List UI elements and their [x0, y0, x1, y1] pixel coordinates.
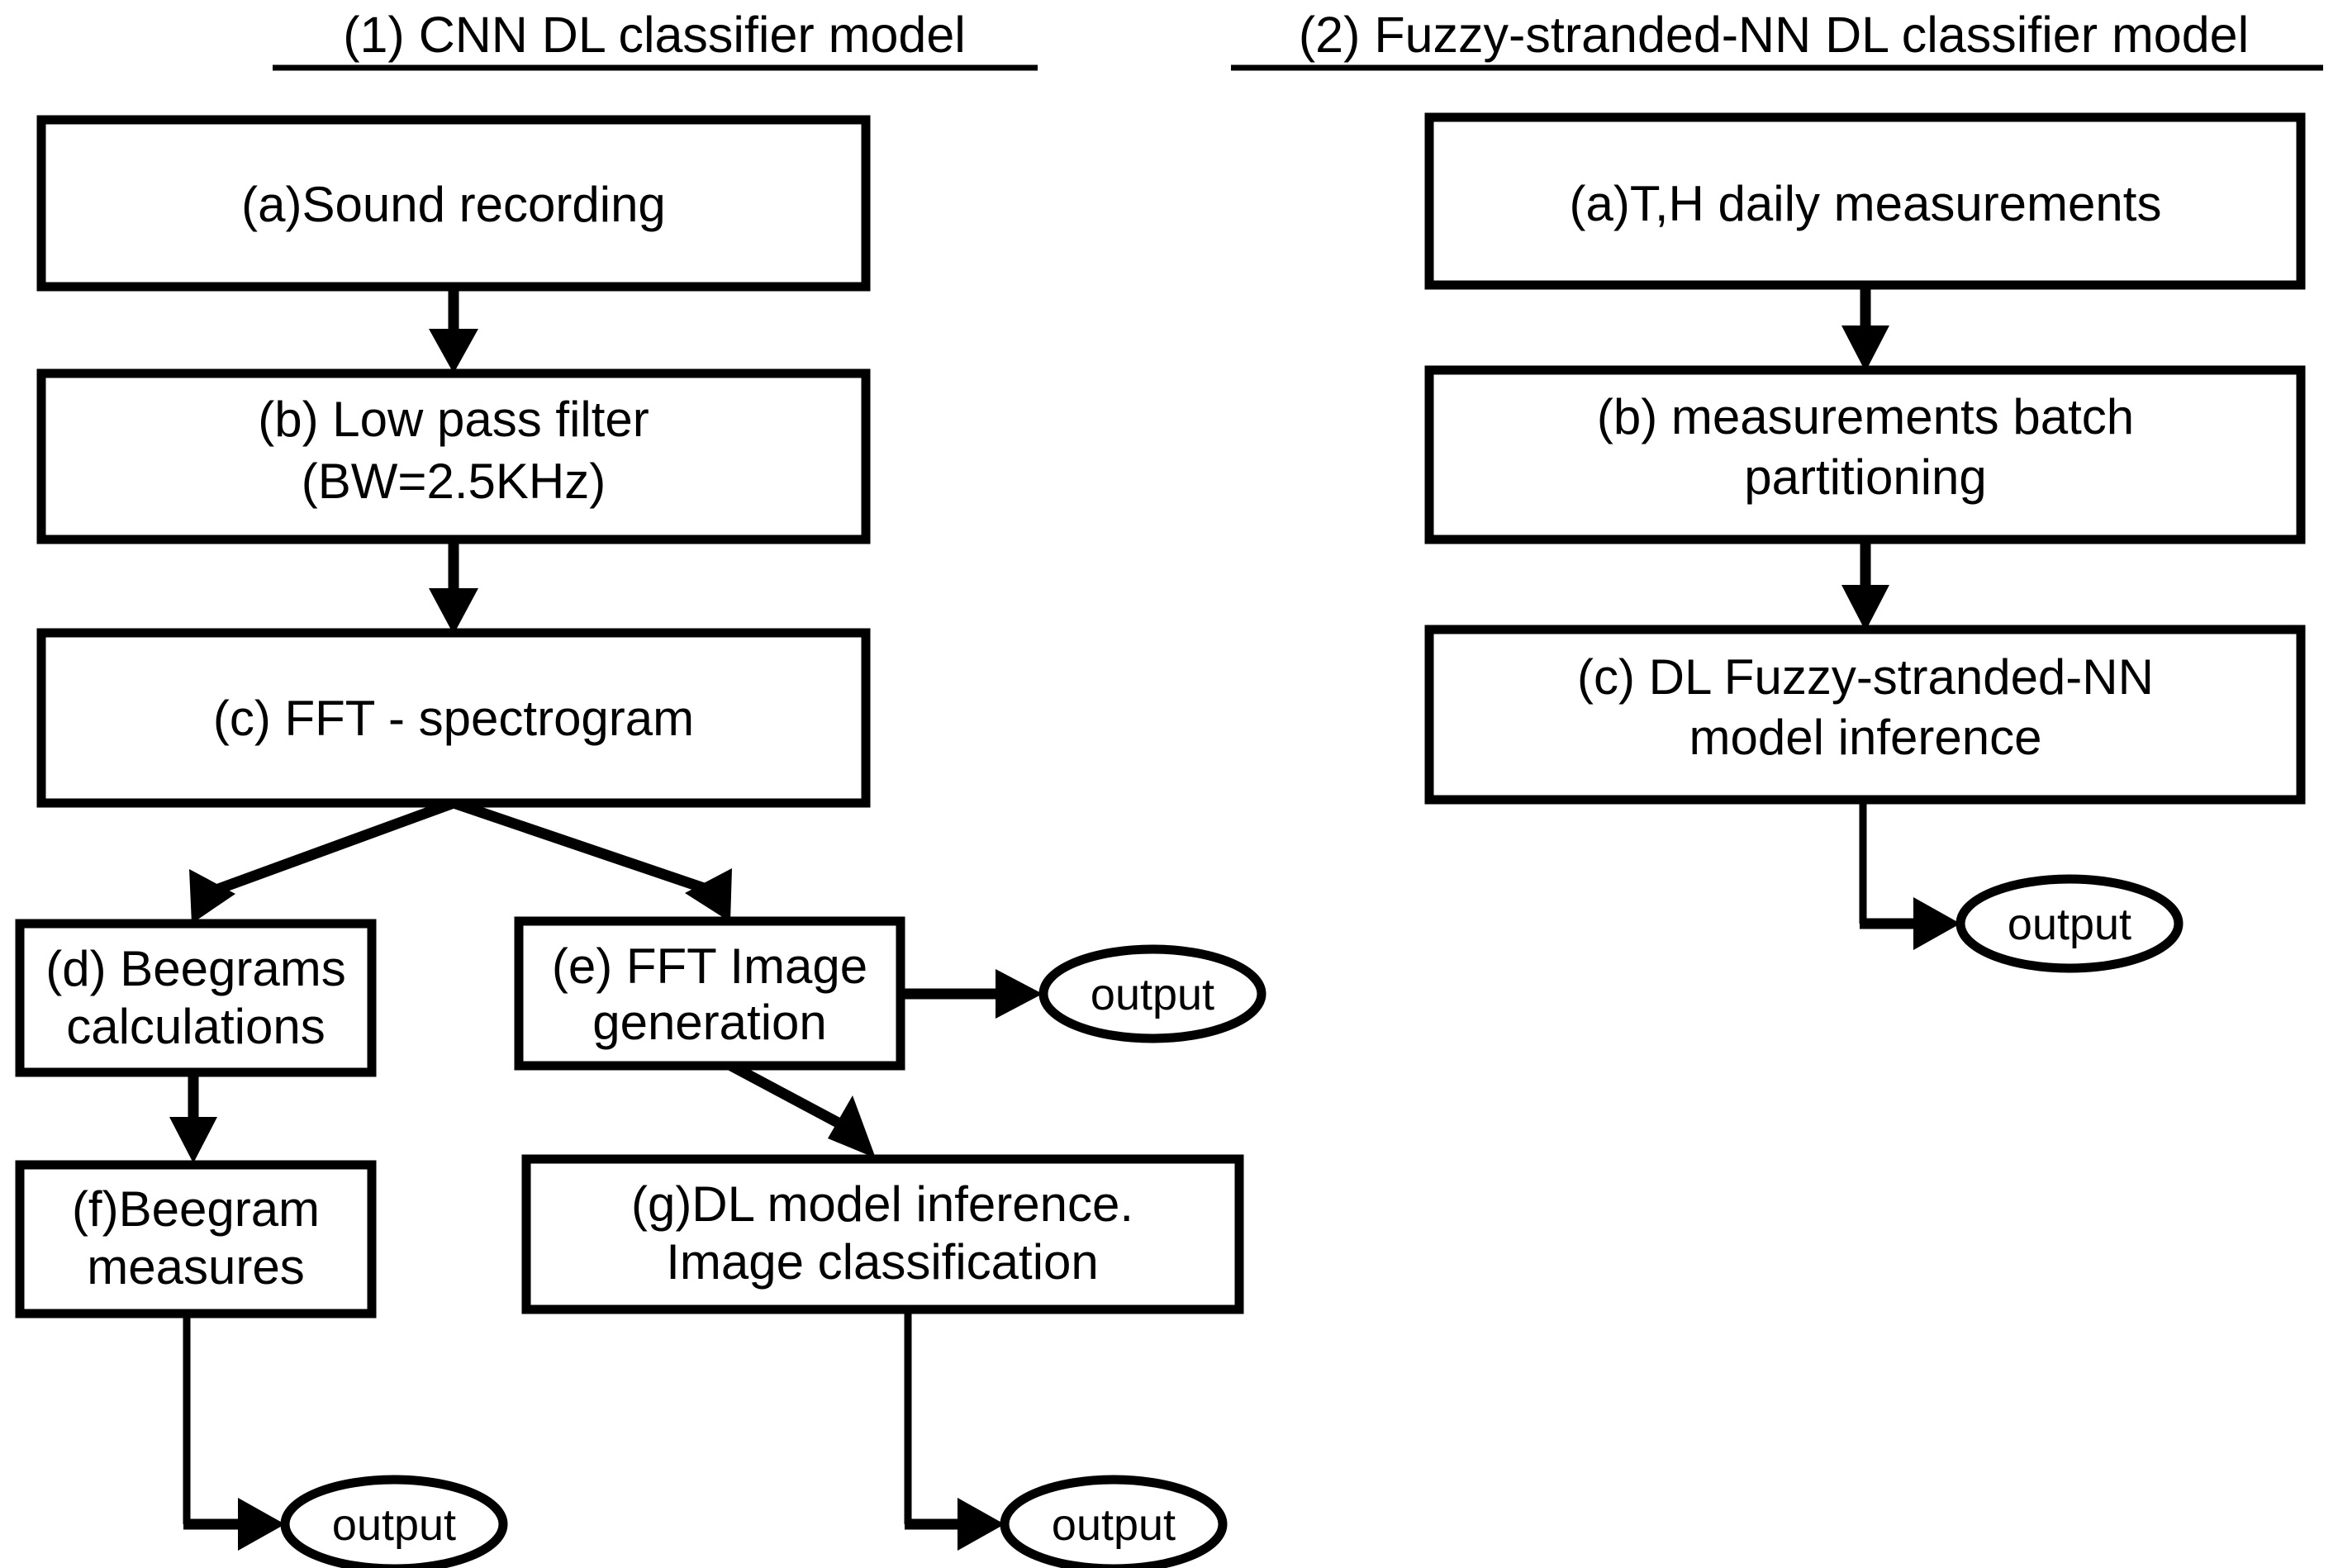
node-r-c-label-line1: (c) DL Fuzzy-stranded-NN — [1577, 649, 2154, 705]
node-r-c-dl-fuzzy-stranded-nn-inference[interactable]: (c) DL Fuzzy-stranded-NN model inference — [1424, 625, 2306, 805]
node-output-from-g-label: output — [1052, 1500, 1176, 1550]
node-e-label-line2: generation — [592, 995, 827, 1050]
edge-c-to-d — [189, 797, 456, 924]
edge-c-to-e — [451, 797, 732, 922]
node-a-sound-recording[interactable]: (a)Sound recording — [36, 115, 871, 292]
node-b-label-line2: (BW=2.5KHz) — [302, 454, 606, 509]
edge-f-to-output — [183, 1314, 285, 1551]
edge-b-to-c — [429, 539, 478, 634]
node-r-output-label: output — [2008, 900, 2131, 949]
node-r-b-measurements-batch-partitioning[interactable]: (b) measurements batch partitioning — [1424, 365, 2306, 544]
node-f-beegram-measures[interactable]: (f)Beegram measures — [15, 1160, 377, 1319]
node-g-dl-model-inference[interactable]: (g)DL model inference. Image classificat… — [521, 1154, 1244, 1314]
node-f-label-line1: (f)Beegram — [72, 1181, 320, 1237]
node-r-a-label-line1: (a)T,H daily measurements — [1570, 176, 2162, 231]
node-r-output[interactable]: output — [1955, 874, 2184, 973]
node-c-fft-spectrogram[interactable]: (c) FFT - spectrogram — [36, 628, 871, 808]
edge-r-c-to-r-out — [1859, 800, 1960, 950]
edge-r-b-to-r-c — [1841, 539, 1889, 631]
node-r-c-label-line2: model inference — [1689, 710, 2042, 765]
node-f-label-line2: measures — [87, 1239, 304, 1295]
node-d-label-line1: (d) Beegrams — [45, 941, 345, 996]
node-output-from-e[interactable]: output — [1038, 944, 1266, 1043]
column-2-title-group: (2) Fuzzy-stranded-NN DL classifier mode… — [1231, 7, 2323, 71]
node-b-label-line1: (b) Low pass filter — [258, 392, 649, 447]
node-b-low-pass-filter[interactable]: (b) Low pass filter (BW=2.5KHz) — [36, 368, 871, 544]
node-output-from-f[interactable]: output — [280, 1475, 508, 1568]
column-2-title: (2) Fuzzy-stranded-NN DL classifier mode… — [1299, 7, 2249, 63]
node-c-label-line1: (c) FFT - spectrogram — [213, 691, 694, 746]
edge-e-to-g — [728, 1061, 876, 1158]
edge-e-to-output — [901, 969, 1043, 1019]
edge-r-a-to-r-b — [1841, 285, 1889, 372]
node-e-fft-image-generation[interactable]: (e) FFT Image generation — [514, 916, 905, 1071]
node-e-label-line1: (e) FFT Image — [552, 938, 867, 994]
node-d-beegrams-calculations[interactable]: (d) Beegrams calculations — [15, 919, 377, 1077]
node-g-label-line2: Image classification — [666, 1234, 1099, 1290]
edge-d-to-f — [169, 1072, 217, 1163]
node-r-a-th-daily-measurements[interactable]: (a)T,H daily measurements — [1424, 112, 2306, 290]
edge-a-to-b — [429, 287, 478, 373]
column-1-title: (1) CNN DL classifier model — [343, 7, 966, 63]
node-r-b-label-line1: (b) measurements batch — [1597, 389, 2134, 444]
node-r-b-label-line2: partitioning — [1744, 449, 1987, 505]
node-a-label-line1: (a)Sound recording — [241, 177, 666, 232]
node-output-from-f-label: output — [332, 1500, 456, 1550]
column-1-title-group: (1) CNN DL classifier model — [273, 7, 1038, 71]
node-g-label-line1: (g)DL model inference. — [631, 1176, 1133, 1232]
edge-g-to-output — [904, 1309, 1005, 1551]
node-output-from-e-label: output — [1091, 970, 1214, 1019]
node-output-from-g[interactable]: output — [1000, 1475, 1228, 1568]
node-d-label-line2: calculations — [66, 999, 326, 1054]
